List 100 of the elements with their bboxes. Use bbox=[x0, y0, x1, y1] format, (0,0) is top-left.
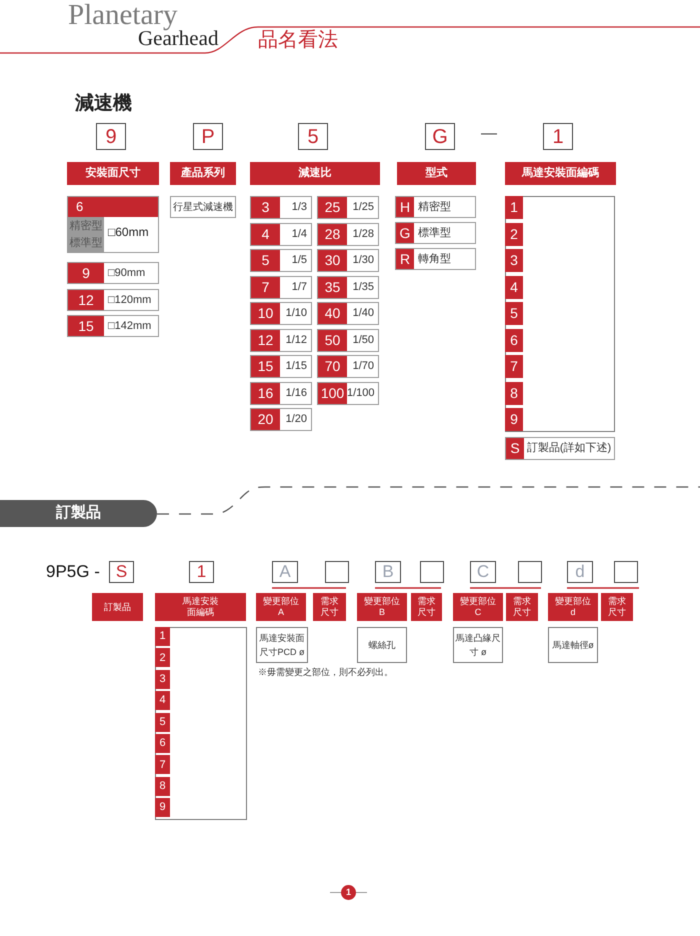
column-header: 需求尺寸 bbox=[601, 593, 633, 621]
code-cell: 5 bbox=[505, 302, 523, 325]
code-cell: 5 bbox=[251, 250, 280, 271]
value-text: 轉角型 bbox=[417, 252, 452, 267]
value-text: 1/16 bbox=[284, 386, 308, 401]
description-box: 馬達軸徑ø bbox=[548, 627, 598, 663]
code-cell: 6 bbox=[505, 328, 523, 352]
blank-code-box bbox=[614, 561, 638, 583]
column-header: 安裝面尺寸 bbox=[67, 162, 159, 185]
option-row bbox=[395, 222, 476, 244]
option-row bbox=[67, 315, 159, 337]
series-box: 行星式減速機 bbox=[170, 196, 236, 218]
option-row bbox=[395, 196, 476, 218]
value-text: 1/50 bbox=[352, 332, 375, 348]
value-text: 1/3 bbox=[290, 200, 308, 216]
code-cell: 12 bbox=[68, 290, 104, 310]
type-cell: 標準型 bbox=[68, 235, 104, 252]
option-row bbox=[67, 289, 159, 311]
code-cell: 1 bbox=[155, 627, 170, 646]
column-header: 產品系列 bbox=[170, 162, 236, 185]
code-box: P bbox=[193, 123, 223, 150]
code-cell: S bbox=[506, 438, 524, 459]
code-cell: 30 bbox=[318, 250, 347, 271]
option-row bbox=[317, 222, 379, 246]
code-box: B bbox=[375, 561, 401, 583]
option-row bbox=[250, 408, 312, 431]
code-cell: H bbox=[396, 197, 414, 217]
column-header: 減速比 bbox=[250, 162, 380, 185]
value-text: 1/30 bbox=[352, 253, 375, 268]
code-box: A bbox=[272, 561, 298, 583]
option-row bbox=[250, 355, 312, 378]
code-cell: 4 bbox=[505, 276, 523, 298]
option-row bbox=[317, 302, 379, 325]
column-header: 需求尺寸 bbox=[411, 593, 442, 621]
code-cell: 2 bbox=[505, 222, 523, 246]
code-cell: 5 bbox=[155, 712, 170, 732]
code-box: d bbox=[567, 561, 593, 583]
code-cell: 3 bbox=[505, 249, 523, 272]
option-row bbox=[250, 249, 312, 272]
code-cell: 1 bbox=[505, 196, 523, 219]
code-box: S bbox=[109, 561, 134, 583]
code-cell: 16 bbox=[251, 382, 280, 404]
code-cell: R bbox=[396, 249, 414, 269]
code-cell: 25 bbox=[318, 197, 347, 218]
column-header: 需求尺寸 bbox=[506, 593, 538, 621]
option-row bbox=[67, 262, 159, 284]
blank-code-box bbox=[518, 561, 542, 583]
code-cell: 3 bbox=[251, 197, 280, 218]
option-row bbox=[250, 276, 312, 298]
value-text: 1/40 bbox=[352, 306, 375, 322]
option-row bbox=[317, 276, 379, 298]
column-header: 變更部位 d bbox=[548, 593, 598, 621]
code-cell: 9 bbox=[505, 408, 523, 431]
column-header: 訂製品 bbox=[92, 593, 143, 621]
blank-code-box bbox=[325, 561, 349, 583]
section-heading: 減速機 bbox=[75, 94, 132, 113]
code-cell: 70 bbox=[318, 356, 347, 377]
value-text: 1/12 bbox=[284, 332, 308, 348]
code-cell: 9 bbox=[155, 798, 170, 818]
code-cell: 40 bbox=[318, 303, 347, 324]
value-text: 精密型 bbox=[417, 200, 452, 215]
option-row bbox=[317, 249, 379, 272]
dash-separator: — bbox=[481, 126, 497, 142]
code-cell: 8 bbox=[155, 776, 170, 796]
value-text: 1/7 bbox=[290, 280, 308, 295]
code-cell: 7 bbox=[251, 276, 280, 298]
size-text: □60mm bbox=[108, 226, 149, 238]
option-row bbox=[317, 328, 379, 352]
option-row bbox=[250, 328, 312, 352]
code-cell: 50 bbox=[318, 330, 347, 350]
option-row bbox=[67, 196, 159, 253]
code-cell: 6 bbox=[68, 197, 158, 217]
code-cell: 15 bbox=[251, 356, 280, 377]
code-cell: 9 bbox=[68, 263, 104, 283]
value-text: 1/28 bbox=[352, 226, 375, 242]
value-text: 1/25 bbox=[352, 200, 375, 216]
value-text: 1/20 bbox=[284, 412, 308, 428]
page-title: 品名看法 bbox=[258, 30, 338, 50]
type-cell: 精密型 bbox=[68, 217, 104, 235]
value-text: □90mm bbox=[107, 266, 146, 281]
code-cell: 12 bbox=[251, 330, 280, 350]
column-header: 馬達安裝面編碼 bbox=[505, 162, 616, 185]
value-text: 1/5 bbox=[290, 253, 308, 268]
value-text: 訂製品(詳如下述) bbox=[526, 441, 612, 456]
option-row bbox=[250, 196, 312, 219]
code-cell: 20 bbox=[251, 409, 280, 430]
code-cell: 6 bbox=[155, 734, 170, 753]
value-text: 1/70 bbox=[352, 359, 375, 374]
option-row bbox=[250, 382, 312, 404]
code-box: 1 bbox=[543, 123, 573, 150]
code-cell: 100 bbox=[318, 382, 347, 404]
code-list-box bbox=[155, 627, 247, 820]
code-cell: 7 bbox=[155, 755, 170, 774]
code-box: G bbox=[425, 123, 455, 150]
code-cell: 35 bbox=[318, 276, 347, 298]
code-box: 5 bbox=[298, 123, 328, 150]
value-text: 1/100 bbox=[347, 386, 376, 401]
section-banner: 訂製品 bbox=[0, 500, 157, 527]
code-list-box bbox=[505, 196, 615, 432]
description-box: 螺絲孔 bbox=[357, 627, 407, 663]
